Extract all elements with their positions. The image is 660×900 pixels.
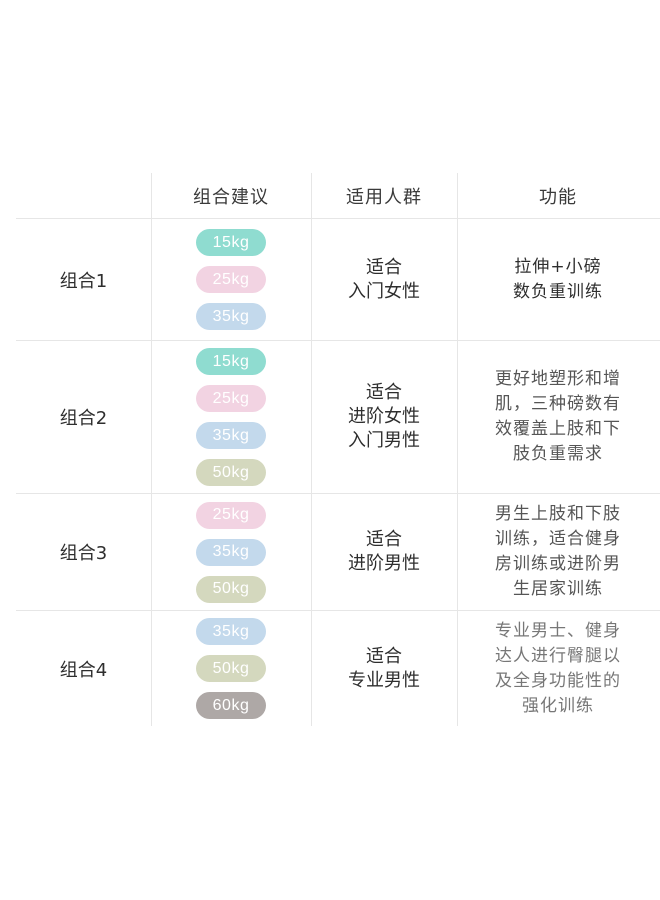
audience-line: 专业男性 <box>348 669 420 691</box>
function-line: 男生上肢和下肢 <box>495 504 621 524</box>
weight-pill: 50kg <box>196 459 266 486</box>
group-name: 组合2 <box>59 408 108 429</box>
function-text: 专业男士、健身 达人进行臀腿以 及全身功能性的 强化训练 <box>458 611 658 726</box>
audience-line: 入门男性 <box>348 430 420 451</box>
weight-pills: 25kg 35kg 50kg <box>151 494 311 610</box>
weight-pills: 15kg 25kg 35kg 50kg <box>151 341 311 493</box>
row-divider <box>16 218 660 219</box>
function-line: 达人进行臀腿以 <box>495 645 621 666</box>
audience-line: 进阶女性 <box>348 406 420 427</box>
header-combination: 组合建议 <box>193 186 269 208</box>
function-line: 肌，三种磅数有 <box>495 394 621 414</box>
weight-pill: 35kg <box>196 422 266 449</box>
function-line: 效覆盖上肢和下 <box>495 419 621 439</box>
weight-pill: 50kg <box>196 575 266 603</box>
audience-line: 适合 <box>366 256 402 278</box>
audience-line: 适合 <box>366 645 402 667</box>
function-text: 更好地塑形和增 肌，三种磅数有 效覆盖上肢和下 肢负重需求 <box>458 341 658 493</box>
audience-line: 适合 <box>366 529 402 550</box>
combination-table: 组合建议 适用人群 功能 组合1 15kg 25kg 35kg 适合 入门女性 … <box>0 173 660 726</box>
row-divider <box>16 493 660 494</box>
function-line: 专业男士、健身 <box>495 620 621 641</box>
function-line: 数负重训练 <box>513 281 603 302</box>
table-row: 组合1 15kg 25kg 35kg 适合 入门女性 拉伸+小磅 数负重训练 <box>0 219 660 340</box>
row-divider <box>16 340 660 341</box>
column-divider <box>151 173 152 726</box>
header-function: 功能 <box>539 186 577 208</box>
function-text: 男生上肢和下肢 训练，适合健身 房训练或进阶男 生居家训练 <box>458 494 658 610</box>
table-row: 组合4 35kg 50kg 60kg 适合 专业男性 专业男士、健身 达人进行臀… <box>0 611 660 726</box>
function-line: 及全身功能性的 <box>495 670 621 691</box>
audience-line: 适合 <box>366 382 402 403</box>
function-line: 肢负重需求 <box>513 444 603 464</box>
function-text: 拉伸+小磅 数负重训练 <box>458 219 658 340</box>
row-divider <box>16 610 660 611</box>
column-divider <box>311 173 312 726</box>
function-line: 拉伸+小磅 <box>514 256 602 277</box>
weight-pill: 15kg <box>196 229 266 256</box>
function-line: 强化训练 <box>522 695 594 716</box>
weight-pill: 25kg <box>196 385 266 412</box>
weight-pill: 60kg <box>196 692 266 719</box>
weight-pills: 35kg 50kg 60kg <box>151 611 311 726</box>
weight-pills: 15kg 25kg 35kg <box>151 219 311 340</box>
function-line: 生居家训练 <box>513 579 603 599</box>
table-row: 组合2 15kg 25kg 35kg 50kg 适合 进阶女性 入门男性 更好地… <box>0 341 660 493</box>
weight-pill: 35kg <box>196 538 266 566</box>
header-blank <box>16 173 151 218</box>
weight-pill: 35kg <box>196 303 266 330</box>
audience-line: 入门女性 <box>348 280 420 302</box>
function-line: 更好地塑形和增 <box>495 369 621 389</box>
function-line: 房训练或进阶男 <box>495 554 621 574</box>
audience-line: 进阶男性 <box>348 553 420 574</box>
group-name: 组合3 <box>59 543 108 564</box>
target-audience: 适合 专业男性 <box>311 611 457 726</box>
target-audience: 适合 进阶男性 <box>311 494 457 610</box>
function-line: 训练，适合健身 <box>495 529 621 549</box>
header-audience: 适用人群 <box>346 186 422 208</box>
weight-pill: 35kg <box>196 618 266 645</box>
weight-pill: 25kg <box>196 501 266 529</box>
weight-pill: 50kg <box>196 655 266 682</box>
target-audience: 适合 入门女性 <box>311 219 457 340</box>
target-audience: 适合 进阶女性 入门男性 <box>311 341 457 493</box>
column-divider <box>457 173 458 726</box>
weight-pill: 25kg <box>196 266 266 293</box>
group-name: 组合1 <box>59 270 108 292</box>
group-name: 组合4 <box>59 659 108 681</box>
weight-pill: 15kg <box>196 348 266 375</box>
table-row: 组合3 25kg 35kg 50kg 适合 进阶男性 男生上肢和下肢 训练，适合… <box>0 494 660 610</box>
